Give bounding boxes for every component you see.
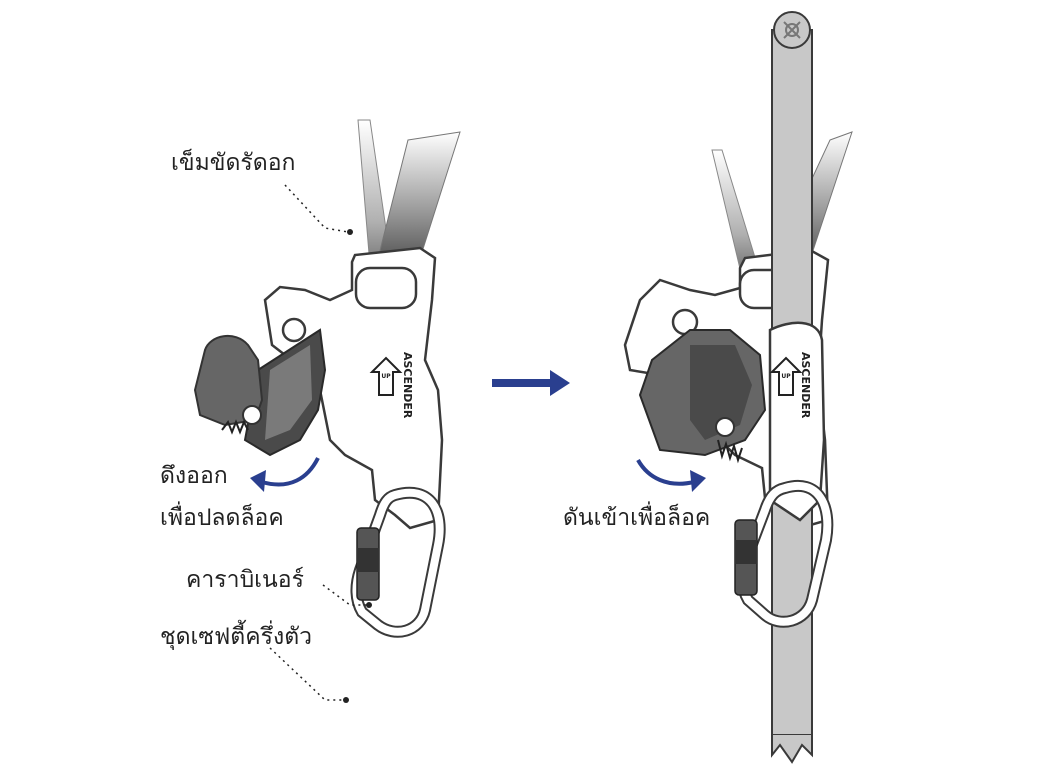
left-strap-slot <box>354 266 418 310</box>
right-ascender: UP ASCENDER <box>623 11 853 764</box>
left-pivot <box>242 405 262 425</box>
leader-lines <box>269 184 367 701</box>
leader-dot-chest-strap <box>347 229 353 235</box>
label-chest-strap: เข็มขัดรัดอก <box>171 150 296 176</box>
right-pivot <box>715 417 735 437</box>
label-push-in: ดันเข้าเพื่อล็อค <box>563 505 711 531</box>
right-arrow-icon <box>492 370 570 396</box>
left-brand-text: ASCENDER <box>401 352 414 419</box>
left-cam-handle <box>193 335 264 427</box>
right-brand-text: ASCENDER <box>799 352 812 419</box>
rope-cut-end <box>771 735 813 764</box>
label-pull-out-line2: เพื่อปลดล็อค <box>160 505 284 531</box>
leader-chest-strap <box>284 184 349 233</box>
label-harness: ชุดเซฟตี้ครึ่งตัว <box>160 624 313 650</box>
right-carabiner <box>734 480 834 628</box>
left-ascender: UP ASCENDER <box>193 119 461 638</box>
curved-arrow-right-icon <box>636 458 706 492</box>
right-spring <box>717 439 743 464</box>
left-ascender-body <box>263 246 444 530</box>
label-pull-out-line1: ดึงออก <box>160 463 228 489</box>
right-up-mark: UP <box>769 356 803 396</box>
curved-arrow-left-icon <box>250 457 320 492</box>
left-carabiner <box>350 486 446 638</box>
right-up-text: UP <box>781 373 791 380</box>
left-spring <box>221 419 249 435</box>
left-up-mark: UP <box>369 356 403 396</box>
leader-harness <box>269 647 344 701</box>
left-rivet-hole <box>281 317 307 343</box>
leader-dot-harness <box>343 697 349 703</box>
label-carabiner: คาราบิเนอร์ <box>186 567 304 593</box>
leader-dot-carabiner <box>366 602 372 608</box>
left-up-text: UP <box>381 373 391 380</box>
